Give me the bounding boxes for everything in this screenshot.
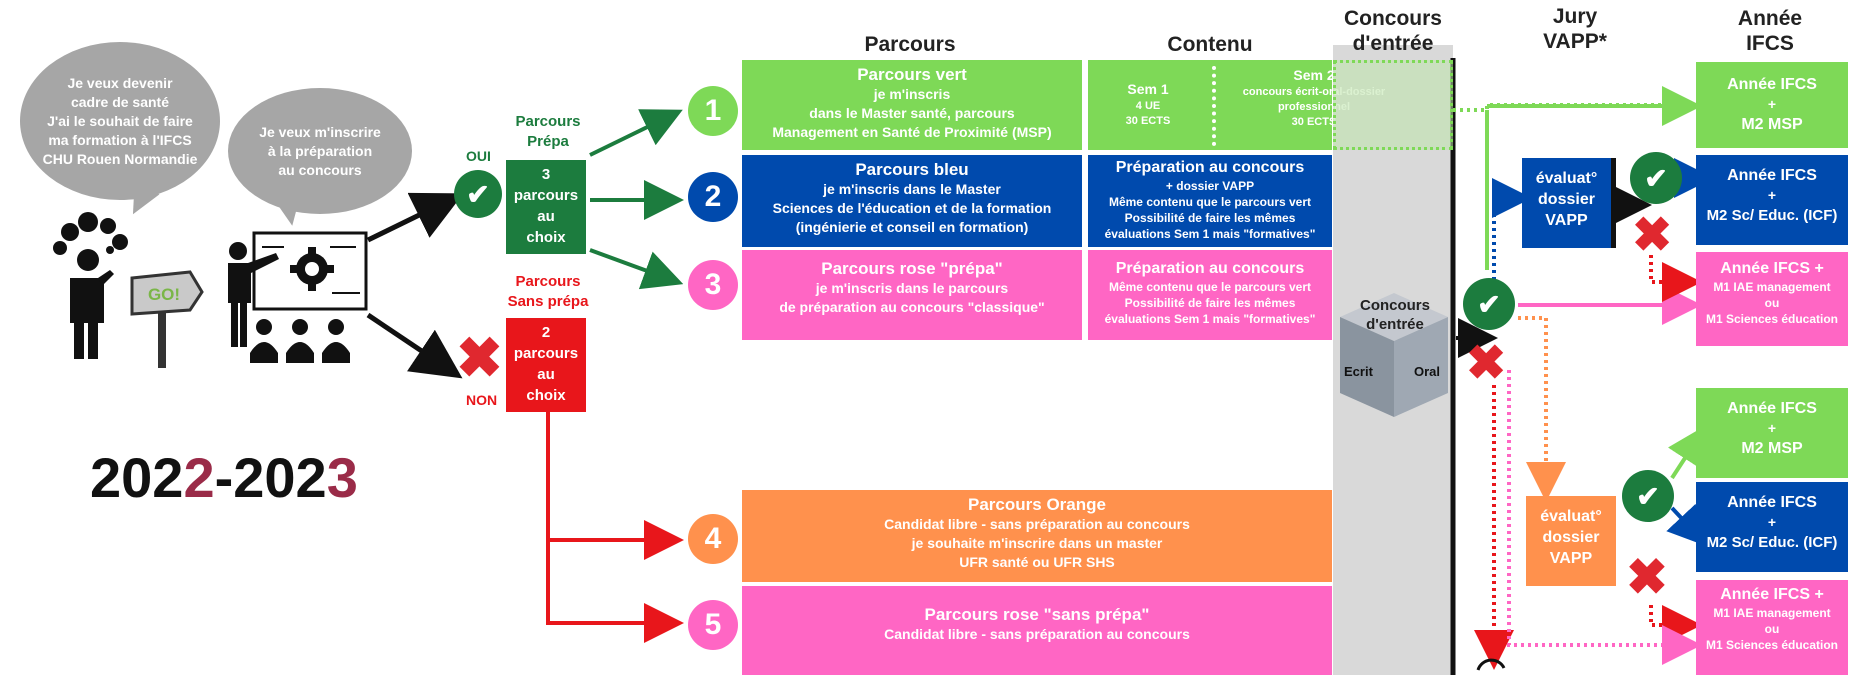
contenu-rose-box: Préparation au concours Même contenu que…	[1088, 250, 1332, 340]
vapp-bottom-cross-icon: ✖	[1626, 549, 1668, 605]
go-sign-icon: GO!	[130, 270, 204, 368]
speech-bubble-right-tail	[275, 198, 305, 228]
parcours-orange-box: Parcours Orange Candidat libre - sans pr…	[742, 490, 1332, 582]
annee-msp-box-top: Année IFCS + M2 MSP	[1696, 62, 1848, 148]
non-label: NON	[466, 392, 498, 408]
annee-icf-box-bottom: Année IFCS + M2 Sc/ Educ. (ICF)	[1696, 482, 1848, 572]
parcours-rose-prepa-box: Parcours rose "prépa" je m'inscris dans …	[742, 250, 1082, 340]
sans-prepa-choice-box: 2 parcours au choix	[506, 318, 586, 412]
sem2-concours-overlay	[1333, 60, 1453, 150]
thinking-person-icon	[53, 212, 128, 359]
header-annee: Année IFCS	[1737, 7, 1803, 55]
go-sign-label: GO!	[148, 285, 180, 304]
number-circle-2: 2	[688, 172, 738, 222]
vapp-bottom-check-icon: ✔	[1622, 470, 1674, 522]
concours-success-check-icon: ✔	[1463, 278, 1515, 330]
year-label: 2022-2023	[90, 446, 358, 509]
oui-label: OUI	[466, 148, 491, 164]
non-cross-icon: ✖	[456, 326, 503, 389]
number-circle-5: 5	[688, 600, 738, 650]
header-parcours: Parcours	[864, 33, 956, 56]
oui-check-icon: ✔	[454, 170, 502, 218]
contenu-bleu-box: Préparation au concours + dossier VAPP M…	[1088, 155, 1332, 247]
number-circle-1: 1	[688, 86, 738, 136]
concours-cube-title: Concours d'entrée	[1359, 297, 1430, 333]
annee-icf-box-top: Année IFCS + M2 Sc/ Educ. (ICF)	[1696, 155, 1848, 245]
vapp-top-check-icon: ✔	[1630, 152, 1682, 204]
concours-cube-icon	[1340, 293, 1448, 417]
annee-m1-box-top: Année IFCS + M1 IAE management ou M1 Sci…	[1696, 252, 1848, 346]
prepa-choice-box: 3 parcours au choix	[506, 160, 586, 254]
speech-bubble-right: Je veux m'inscrire à la préparation au c…	[228, 88, 412, 214]
header-concours: Concours d'entrée	[1343, 7, 1442, 55]
cube-oral-label: Oral	[1414, 364, 1441, 379]
annee-msp-box-bottom: Année IFCS + M2 MSP	[1696, 388, 1848, 478]
parcours-sans-prepa-title: Parcours Sans prépa	[507, 273, 589, 310]
cube-ecrit-label: Ecrit	[1344, 364, 1373, 379]
parcours-prepa-title: Parcours Prépa	[515, 113, 581, 150]
header-contenu: Contenu	[1167, 33, 1253, 56]
vapp-evaluation-box-top: évaluat° dossier VAPP	[1522, 158, 1616, 248]
sem1-block: Sem 1 4 UE 30 ECTS	[1125, 81, 1171, 127]
concours-fail-cross-icon: ✖	[1466, 337, 1507, 390]
presentation-board-icon	[228, 231, 368, 363]
contenu-vert-box: Sem 1 4 UE 30 ECTS Sem 2 concours écrit-…	[1088, 60, 1385, 150]
speech-bubble-left: Je veux devenir cadre de santé J'ai le s…	[20, 42, 220, 200]
parcours-vert-box: Parcours vert je m'inscris dans le Maste…	[742, 60, 1082, 150]
number-circle-4: 4	[688, 514, 738, 564]
number-circle-3: 3	[688, 260, 738, 310]
parcours-rose-sans-prepa-box: Parcours rose "sans prépa" Candidat libr…	[742, 586, 1332, 675]
vapp-evaluation-box-bottom: évaluat° dossier VAPP	[1526, 496, 1616, 586]
sem-divider	[1212, 66, 1216, 146]
annee-m1-box-bottom: Année IFCS + M1 IAE management ou M1 Sci…	[1696, 580, 1848, 675]
parcours-bleu-box: Parcours bleu je m'inscris dans le Maste…	[742, 155, 1082, 247]
header-jury: Jury VAPP*	[1543, 5, 1607, 53]
vapp-top-cross-icon: ✖	[1632, 209, 1673, 262]
